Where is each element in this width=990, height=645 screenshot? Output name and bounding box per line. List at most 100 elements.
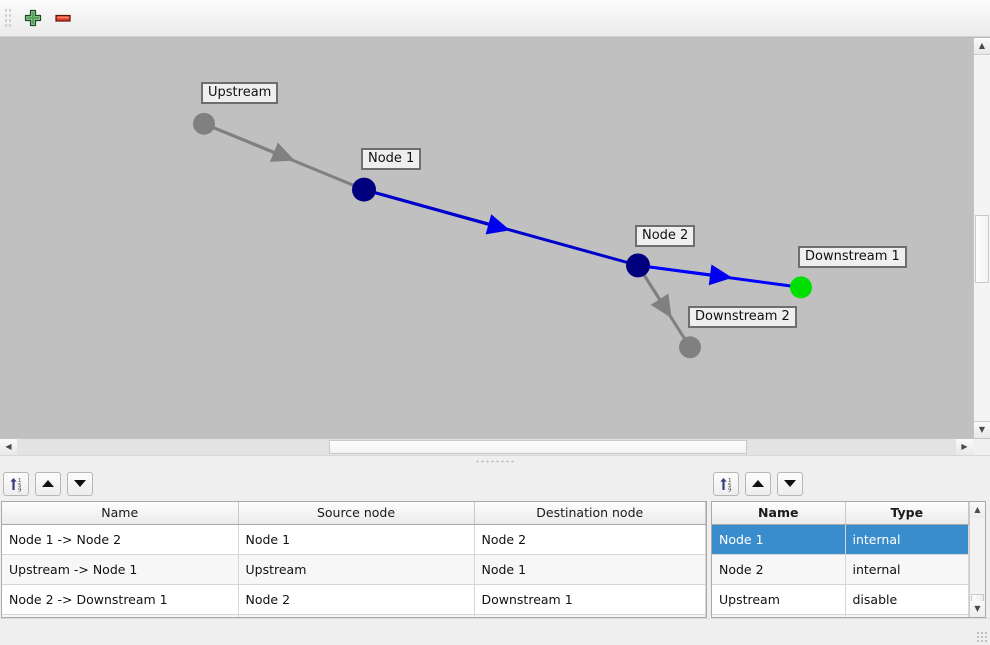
edges-cell-name[interactable]: Node 2 -> Downstream 1 (2, 584, 239, 615)
chevron-down-icon: ▼ (978, 425, 986, 434)
move-down-icon (74, 480, 86, 487)
graph-edge-node2-downstream2[interactable] (636, 264, 692, 349)
move-up-icon (42, 480, 54, 487)
nodes-sort-button[interactable]: 1 5 9 (713, 471, 739, 496)
edges-table-header-row: Name Source node Destination node (2, 502, 706, 525)
edges-column-header-destination[interactable]: Destination node (474, 502, 706, 525)
nodes-table-container[interactable]: Name Type Node 1 internal Node 2 i (711, 501, 986, 618)
scroll-thumb-horizontal[interactable] (329, 440, 747, 454)
graph-node-label-node2[interactable]: Node 2 (635, 225, 696, 247)
graph-node-label-node1[interactable]: Node 1 (361, 148, 422, 170)
edges-column-header-source[interactable]: Source node (238, 502, 475, 525)
scroll-left-button[interactable]: ◀ (0, 439, 17, 455)
table-row[interactable]: Node 2 -> Downstream 1 Node 2 Downstream… (2, 584, 706, 615)
svg-text:9: 9 (728, 487, 732, 492)
nodes-cell-name[interactable]: Node 1 (712, 524, 846, 555)
edges-cell-source[interactable]: Node 2 (238, 584, 475, 615)
graph-horizontal-scrollbar[interactable]: ◀ ▶ (0, 438, 990, 455)
scroll-up-button[interactable]: ▲ (974, 38, 990, 55)
graph-node-node2[interactable] (626, 253, 650, 278)
graph-view[interactable]: Upstream Node 1 Node 2 Downstream 1 Down… (0, 37, 990, 438)
graph-node-label-downstream1[interactable]: Downstream 1 (798, 246, 907, 268)
edges-panel: 1 5 9 (0, 466, 710, 618)
graph-edge-upstream-node1[interactable] (203, 122, 365, 192)
scroll-thumb[interactable] (975, 215, 989, 283)
edges-cell-destination[interactable]: Node 2 (474, 524, 706, 555)
table-row[interactable]: Upstream -> Node 1 Upstream Node 1 (2, 554, 706, 585)
edges-cell-source[interactable]: Upstream (238, 554, 475, 585)
nodes-table: Name Type Node 1 internal Node 2 i (712, 502, 969, 617)
edges-cell-destination[interactable]: Downstream 1 (474, 584, 706, 615)
edges-cell-destination[interactable]: Node 1 (474, 554, 706, 585)
nodes-table-vertical-scrollbar[interactable]: ▲ ▼ (969, 502, 985, 617)
scroll-track-horizontal[interactable] (17, 439, 956, 455)
panel-splitter[interactable] (0, 455, 990, 466)
splitter-grip[interactable] (475, 460, 515, 463)
edges-sort-button[interactable]: 1 5 9 (3, 471, 29, 496)
remove-button[interactable] (48, 4, 78, 32)
toolbar-drag-handle[interactable] (4, 7, 13, 29)
main-toolbar (0, 0, 990, 37)
nodes-cell-type[interactable]: internal (845, 554, 969, 585)
nodes-scroll-down-button[interactable]: ▼ (970, 601, 985, 617)
edges-cell-source[interactable]: Node 2 (238, 614, 475, 617)
edges-cell-name[interactable]: Node 2 -> Downstream 2 (2, 614, 239, 617)
nodes-scroll-up-button[interactable]: ▲ (970, 502, 985, 518)
nodes-move-down-button[interactable] (777, 471, 803, 496)
graph-edge-node1-node2[interactable] (363, 188, 639, 267)
graph-node-node1[interactable] (352, 177, 376, 202)
nodes-panel-toolbar: 1 5 9 (710, 466, 990, 501)
chevron-up-icon: ▲ (978, 41, 986, 50)
graph-node-upstream[interactable] (193, 112, 215, 135)
graph-vertical-scrollbar[interactable]: ▲ ▼ (973, 38, 990, 438)
edges-column-header-name[interactable]: Name (2, 502, 239, 525)
graph-canvas[interactable] (0, 38, 990, 438)
nodes-column-header-type[interactable]: Type (845, 502, 969, 525)
edges-cell-destination[interactable]: Downstream 2 (474, 614, 706, 617)
graph-edge-node2-downstream1[interactable] (637, 263, 802, 289)
table-row[interactable]: Downstream 1 downstream (712, 614, 969, 617)
graph-node-label-downstream2[interactable]: Downstream 2 (688, 306, 797, 328)
minus-icon (55, 14, 71, 22)
scroll-down-button[interactable]: ▼ (974, 421, 990, 438)
svg-text:5: 5 (728, 483, 732, 489)
nodes-cell-type[interactable]: disable (845, 584, 969, 615)
chevron-left-icon: ◀ (5, 442, 12, 451)
move-down-icon (784, 480, 796, 487)
scroll-track[interactable] (974, 55, 990, 421)
nodes-table-scroll-host[interactable]: Name Type Node 1 internal Node 2 i (712, 502, 969, 617)
edges-move-down-button[interactable] (67, 471, 93, 496)
table-row[interactable]: Node 1 -> Node 2 Node 1 Node 2 (2, 524, 706, 555)
svg-text:1: 1 (728, 478, 732, 484)
sort-icon: 1 5 9 (9, 477, 22, 492)
nodes-cell-type[interactable]: internal (845, 524, 969, 555)
nodes-cell-type[interactable]: downstream (845, 614, 969, 617)
table-row[interactable]: Node 2 internal (712, 554, 969, 585)
table-row[interactable]: Node 2 -> Downstream 2 Node 2 Downstream… (2, 614, 706, 617)
resize-grip[interactable] (976, 631, 988, 643)
graph-node-label-upstream[interactable]: Upstream (201, 82, 279, 104)
edges-cell-source[interactable]: Node 1 (238, 524, 475, 555)
graph-node-downstream1[interactable] (790, 276, 812, 299)
svg-text:1: 1 (18, 478, 22, 484)
edges-cell-name[interactable]: Node 1 -> Node 2 (2, 524, 239, 555)
chevron-down-icon: ▼ (974, 604, 981, 613)
edges-table-container[interactable]: Name Source node Destination node Node 1… (1, 501, 707, 618)
nodes-column-header-name[interactable]: Name (712, 502, 846, 525)
nodes-cell-name[interactable]: Node 2 (712, 554, 846, 585)
sort-icon: 1 5 9 (719, 477, 732, 492)
graph-node-downstream2[interactable] (679, 336, 701, 359)
edges-panel-toolbar: 1 5 9 (0, 466, 710, 501)
edges-cell-name[interactable]: Upstream -> Node 1 (2, 554, 239, 585)
table-row[interactable]: Node 1 internal (712, 524, 969, 555)
scroll-right-button[interactable]: ▶ (956, 439, 973, 455)
move-up-icon (752, 480, 764, 487)
nodes-cell-name[interactable]: Downstream 1 (712, 614, 846, 617)
nodes-move-up-button[interactable] (745, 471, 771, 496)
add-button[interactable] (18, 4, 48, 32)
edges-table-scroll-host[interactable]: Name Source node Destination node Node 1… (2, 502, 706, 617)
nodes-cell-name[interactable]: Upstream (712, 584, 846, 615)
table-row[interactable]: Upstream disable (712, 584, 969, 615)
edges-move-up-button[interactable] (35, 471, 61, 496)
